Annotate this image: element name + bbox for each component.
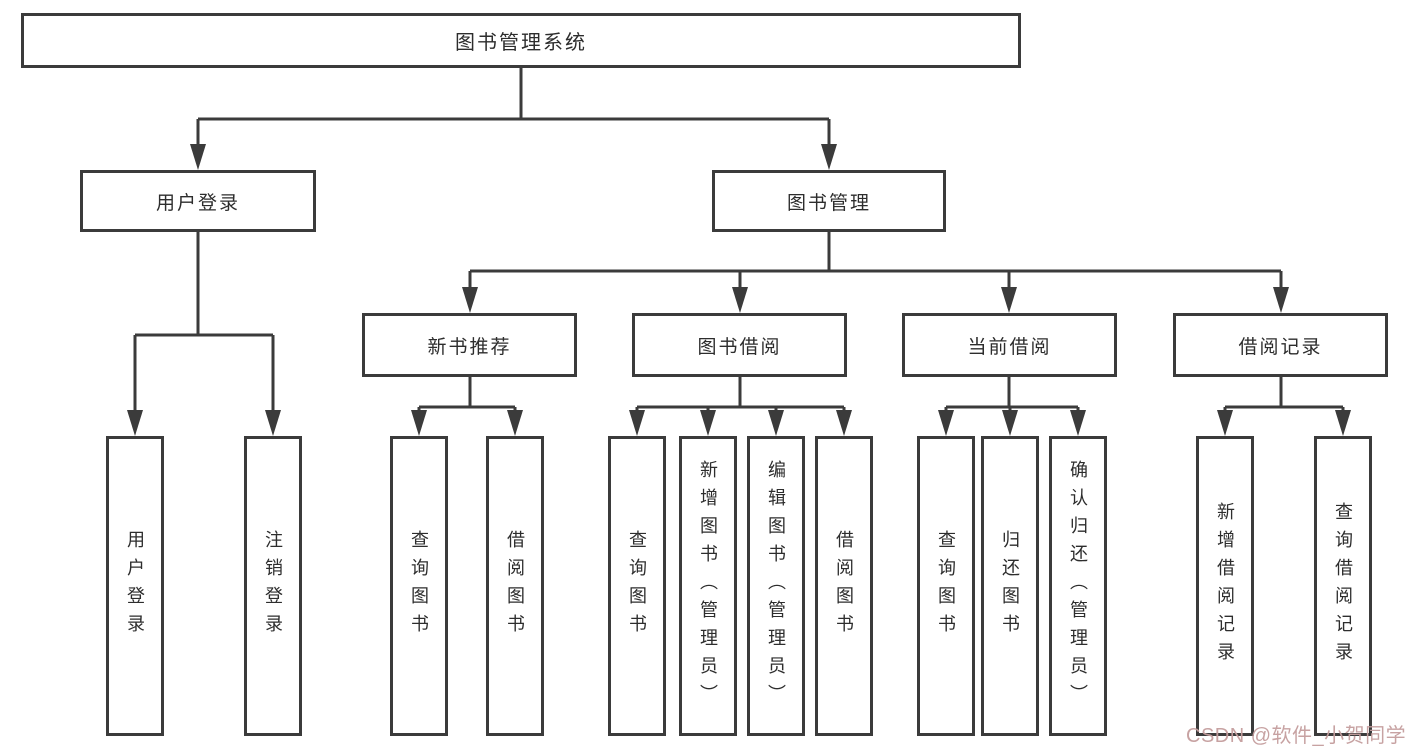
leaf-label: 归还图书 <box>1000 530 1020 642</box>
connector-new-book-recommend <box>411 377 523 436</box>
leaf-label: 编辑图书（管理员） <box>766 460 786 712</box>
arrowhead <box>1070 410 1086 436</box>
arrowhead <box>1001 287 1017 313</box>
leaf-query-books-borrow: 查询图书 <box>608 436 666 736</box>
leaf-add-borrow-record: 新增借阅记录 <box>1196 436 1254 736</box>
arrowhead <box>1002 410 1018 436</box>
leaf-label: 查询图书 <box>627 530 647 642</box>
arrowhead <box>732 287 748 313</box>
leaf-query-borrow-record: 查询借阅记录 <box>1314 436 1372 736</box>
node-current-borrow: 当前借阅 <box>902 313 1117 377</box>
arrowhead <box>127 410 143 436</box>
leaf-label: 查询图书 <box>409 530 429 642</box>
leaf-query-books-recommend: 查询图书 <box>390 436 448 736</box>
watermark: CSDN @软件_小贺同学 <box>1186 725 1405 747</box>
leaf-user-login: 用户登录 <box>106 436 164 736</box>
arrowhead <box>768 410 784 436</box>
leaf-label: 用户登录 <box>125 530 145 642</box>
node-new-book-recommend: 新书推荐 <box>362 313 577 377</box>
leaf-label: 查询借阅记录 <box>1333 502 1353 670</box>
connector-current-borrow <box>938 377 1086 436</box>
node-book-management: 图书管理 <box>712 170 946 232</box>
leaf-label: 借阅图书 <box>505 530 525 642</box>
leaf-return-book: 归还图书 <box>981 436 1039 736</box>
leaf-label: 新增借阅记录 <box>1215 502 1235 670</box>
node-borrow-records: 借阅记录 <box>1173 313 1388 377</box>
leaf-logout: 注销登录 <box>244 436 302 736</box>
leaf-confirm-return-admin: 确认归还（管理员） <box>1049 436 1107 736</box>
leaf-query-books-current: 查询图书 <box>917 436 975 736</box>
leaf-label: 确认归还（管理员） <box>1068 460 1088 712</box>
connector-user-login <box>127 231 281 436</box>
arrowhead <box>265 410 281 436</box>
arrowhead <box>1217 410 1233 436</box>
leaf-borrow-books: 借阅图书 <box>815 436 873 736</box>
leaf-borrow-books-recommend: 借阅图书 <box>486 436 544 736</box>
arrowhead <box>507 410 523 436</box>
connector-book-management <box>462 231 1289 313</box>
arrowhead <box>411 410 427 436</box>
leaf-label: 查询图书 <box>936 530 956 642</box>
arrowhead <box>190 144 206 170</box>
connector-root <box>190 66 837 170</box>
node-book-borrow: 图书借阅 <box>632 313 847 377</box>
leaf-label: 新增图书（管理员） <box>698 460 718 712</box>
arrowhead <box>700 410 716 436</box>
node-user-login: 用户登录 <box>80 170 316 232</box>
leaf-label: 借阅图书 <box>834 530 854 642</box>
leaf-edit-book-admin: 编辑图书（管理员） <box>747 436 805 736</box>
arrowhead <box>836 410 852 436</box>
leaf-add-book-admin: 新增图书（管理员） <box>679 436 737 736</box>
connector-borrow-records <box>1217 377 1351 436</box>
arrowhead <box>462 287 478 313</box>
arrowhead <box>1273 287 1289 313</box>
connector-book-borrow <box>629 377 852 436</box>
arrowhead <box>938 410 954 436</box>
arrowhead <box>1335 410 1351 436</box>
arrowhead <box>821 144 837 170</box>
arrowhead <box>629 410 645 436</box>
node-root: 图书管理系统 <box>21 13 1021 68</box>
leaf-label: 注销登录 <box>263 530 283 642</box>
